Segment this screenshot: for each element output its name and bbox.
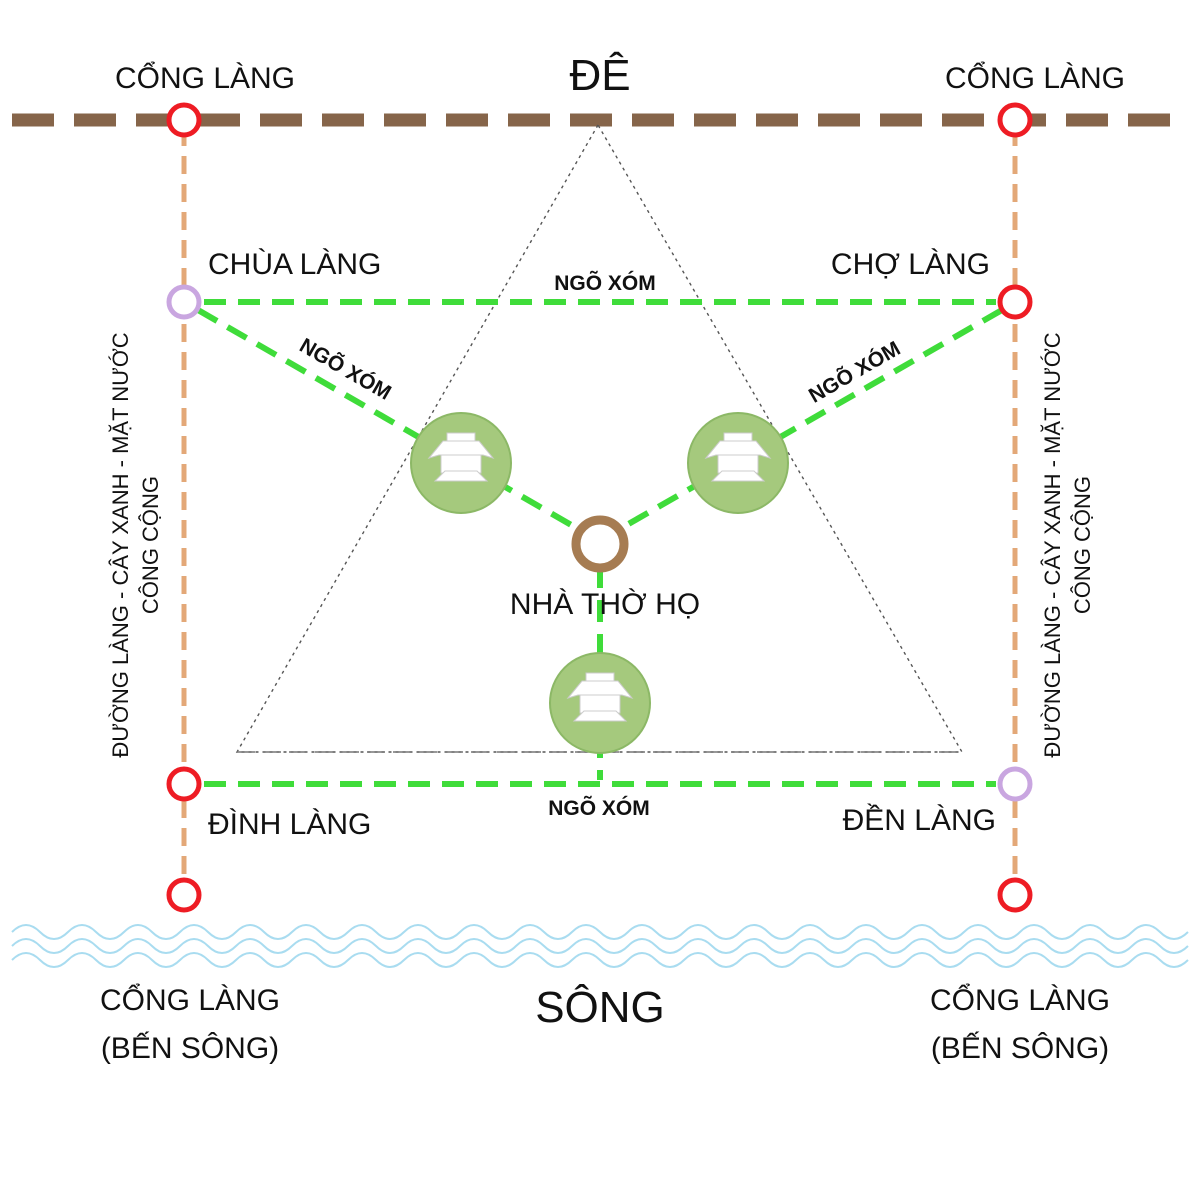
house-icon [704,432,772,482]
gate-label-top-left: CỔNG LÀNG [115,61,295,95]
pagoda-label: CHÙA LÀNG [208,248,381,281]
side-road-label-right-2: CÔNG CỘNG [1070,476,1095,614]
gate-node-top-right [997,102,1033,138]
temple-label: ĐỀN LÀNG [843,803,996,837]
alley-label-left: NGÕ XÓM [296,333,396,405]
house-cluster-bottom [549,652,651,754]
ancestral-hall-label: NHÀ THỜ HỌ [510,588,700,621]
side-road-label-left-2: CÔNG CỘNG [138,476,163,614]
alley-network [196,299,1004,787]
river-label: SÔNG [535,982,665,1032]
communal-house-label: ĐÌNH LÀNG [208,808,371,841]
alley-right-diag [616,307,1004,533]
house-cluster-right [687,412,789,514]
gate-label-bottom-right-1: CỔNG LÀNG [930,983,1110,1017]
river-waves [11,924,1189,968]
gate-label-bottom-left-2: (BẾN SÔNG) [101,1031,279,1065]
alley-left-diag [196,307,582,533]
market-node [997,284,1033,320]
dike-label: ĐÊ [569,51,630,100]
gate-node-top-left [166,102,202,138]
pagoda-node [166,284,202,320]
side-road-label-right-1: ĐƯỜNG LÀNG - CÂY XANH - MẶT NƯỚC [1040,332,1065,757]
gate-node-bottom-right [997,877,1033,913]
gate-node-bottom-left [166,877,202,913]
temple-node [997,766,1033,802]
alley-label-top: NGÕ XÓM [554,271,656,295]
house-cluster-left [410,412,512,514]
gate-label-top-right: CỔNG LÀNG [945,61,1125,95]
ancestral-hall-node [571,515,629,573]
side-road-label-left-1: ĐƯỜNG LÀNG - CÂY XANH - MẶT NƯỚC [108,332,133,757]
gate-label-bottom-right-2: (BẾN SÔNG) [931,1031,1109,1065]
alley-label-bottom: NGÕ XÓM [548,796,650,820]
communal-house-node [166,766,202,802]
market-label: CHỢ LÀNG [831,248,990,281]
gate-label-bottom-left-1: CỔNG LÀNG [100,983,280,1017]
house-icon [566,672,634,722]
house-icon [427,432,495,482]
